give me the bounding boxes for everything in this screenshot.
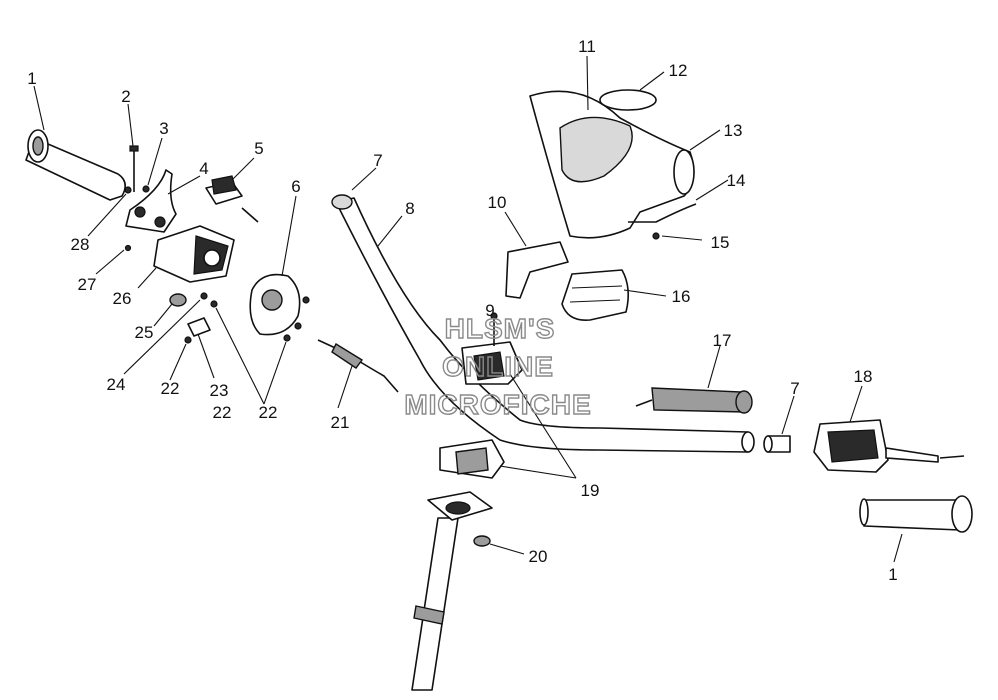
callout-13: 13: [724, 121, 743, 140]
bolt-9: [490, 312, 498, 346]
callout-22: 22: [213, 403, 232, 422]
screw-24: [200, 292, 208, 300]
callout-27: 27: [78, 275, 97, 294]
watermark: HLSM'S ONLINE MICROFICHE: [404, 312, 592, 420]
bolt-2: [129, 145, 139, 192]
callout-20: 20: [529, 547, 548, 566]
callout-23: 23: [210, 381, 229, 400]
callout-10: 10: [488, 193, 507, 212]
grip-left: [25, 129, 126, 201]
end-plug-right: [763, 435, 791, 453]
callout-12: 12: [669, 61, 688, 80]
callout-labels: 1234567891011121314151617718119202122222…: [27, 37, 897, 584]
callout-8: 8: [405, 199, 414, 218]
decal-12: [599, 89, 657, 111]
handlebar: [331, 194, 755, 453]
grip-right: [859, 495, 973, 533]
screws-22: [184, 296, 310, 344]
callout-11: 11: [578, 37, 596, 56]
cover-6: [249, 273, 301, 336]
steering-flange: [427, 491, 493, 521]
callout-14: 14: [727, 171, 746, 190]
cover-10: [505, 241, 569, 299]
screw-27: [124, 244, 132, 252]
switch-5: [205, 175, 259, 223]
callout-25: 25: [135, 323, 154, 342]
callout-22: 22: [161, 379, 180, 398]
watermark-line-2: ONLINE: [442, 351, 554, 382]
callout-1: 1: [27, 69, 36, 88]
callout-2: 2: [121, 87, 130, 106]
upper-clamp: [461, 341, 523, 385]
washer-3: [142, 185, 150, 193]
callout-17: 17: [713, 331, 732, 350]
throttle-lever: [125, 169, 177, 233]
handlebar-pod: [529, 90, 695, 239]
throttle-housing: [153, 225, 235, 283]
callout-5: 5: [254, 139, 263, 158]
callout-4: 4: [199, 159, 208, 178]
brake-assembly: [813, 419, 965, 473]
harness-14: [628, 203, 697, 240]
callout-19: 19: [581, 481, 600, 500]
callout-15: 15: [711, 233, 730, 252]
callout-6: 6: [291, 177, 300, 196]
leader-lines: [33, 55, 903, 563]
watermark-line-1: HLSM'S: [445, 313, 556, 344]
callout-26: 26: [113, 289, 132, 308]
callout-7: 7: [790, 379, 799, 398]
heated-grip-17: [635, 387, 753, 414]
callout-24: 24: [107, 375, 126, 394]
lower-clamp: [439, 439, 505, 479]
shroud-16: [561, 269, 630, 321]
callout-16: 16: [672, 287, 691, 306]
callout-18: 18: [854, 367, 873, 386]
cover-plate-23: [187, 317, 211, 337]
cap-25: [169, 293, 187, 307]
callout-9: 9: [485, 301, 494, 320]
callout-28: 28: [71, 235, 90, 254]
callout-7: 7: [373, 151, 382, 170]
nut-20: [473, 535, 491, 547]
callout-22: 22: [259, 403, 278, 422]
watermark-line-3: MICROFICHE: [404, 389, 591, 420]
callout-1: 1: [888, 565, 897, 584]
callout-3: 3: [159, 119, 168, 138]
steering-column: [411, 517, 459, 691]
cable-21: [317, 339, 399, 393]
callout-21: 21: [331, 413, 350, 432]
washer-28: [124, 186, 132, 194]
